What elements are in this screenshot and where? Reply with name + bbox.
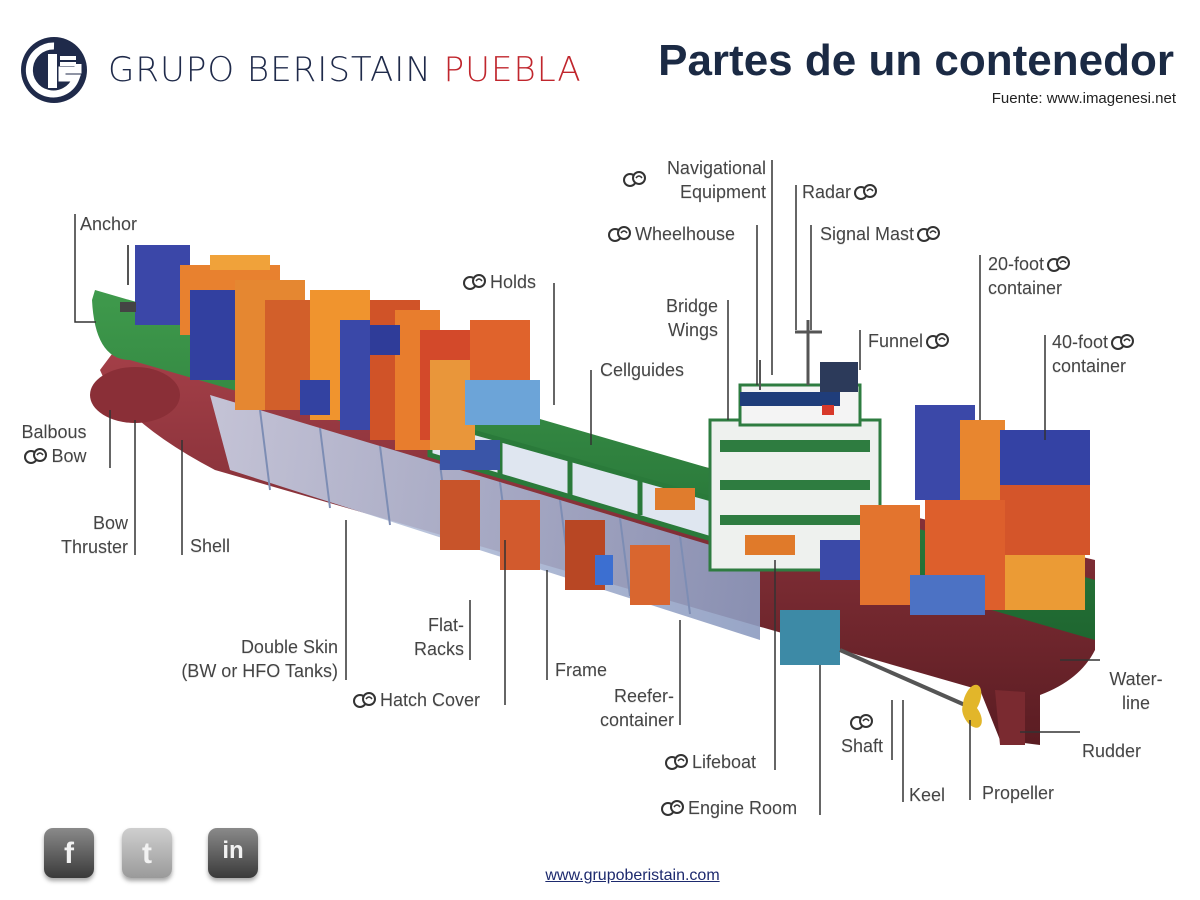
label-funnel: Funnel (868, 329, 953, 353)
label-lifeboat-text: Lifeboat (692, 752, 757, 772)
label-shaft-text: Shaft (840, 736, 884, 756)
brand-name: GRUPO BERISTAIN PUEBLA (108, 50, 582, 90)
label-bow-thruster-line2: Thruster (60, 537, 128, 557)
info-icon[interactable] (853, 183, 879, 201)
twitter-icon[interactable]: t (122, 828, 172, 878)
label-hatch-cover-text: Hatch Cover (380, 690, 481, 710)
info-icon[interactable] (849, 713, 875, 731)
info-icon[interactable] (1046, 255, 1072, 273)
info-icon[interactable] (622, 170, 648, 188)
label-shell: Shell (190, 536, 231, 556)
label-40-foot-line1: 40-foot (1052, 332, 1109, 352)
label-balbous-bow-line1: Balbous (21, 422, 87, 442)
label-funnel-text: Funnel (868, 331, 924, 351)
source-credit: Fuente: www.imagenesi.net (991, 90, 1176, 107)
label-engine-room: Engine Room (658, 796, 797, 820)
label-holds: Holds (460, 270, 536, 294)
container-ship-illustration (74, 160, 1100, 815)
label-signal-mast-text: Signal Mast (820, 224, 915, 244)
superstructure (708, 320, 882, 572)
label-40-foot-container: 40-foot container (1052, 330, 1138, 378)
info-icon[interactable] (23, 447, 49, 465)
linkedin-icon[interactable]: in (208, 828, 258, 878)
info-icon[interactable] (607, 225, 633, 243)
label-flat-racks-line1: Flat- (428, 615, 464, 635)
label-signal-mast: Signal Mast (820, 222, 944, 246)
label-double-skin: Double Skin (BW or HFO Tanks) (150, 635, 338, 683)
label-bridge-wings-line1: Bridge (665, 296, 718, 316)
company-logo-icon (21, 37, 87, 103)
label-waterline: Water- line (1098, 667, 1174, 715)
label-frame: Frame (555, 660, 608, 680)
label-reefer-line2: container (599, 710, 674, 730)
info-icon[interactable] (660, 799, 686, 817)
info-icon[interactable] (462, 273, 488, 291)
rudder-shape (995, 690, 1025, 745)
label-keel: Keel (909, 785, 946, 805)
label-balbous-bow-line2: Bow (51, 446, 87, 466)
brand-name-secondary: PUEBLA (443, 50, 582, 90)
info-icon[interactable] (352, 691, 378, 709)
label-cellguides: Cellguides (600, 360, 685, 380)
label-double-skin-line1: Double Skin (240, 637, 338, 657)
label-reefer-line1: Reefer- (613, 686, 674, 706)
label-radar-text: Radar (802, 182, 852, 202)
label-navigational-line2: Equipment (679, 182, 766, 202)
label-lifeboat: Lifeboat (662, 750, 756, 774)
brand-name-primary: GRUPO BERISTAIN (108, 50, 432, 90)
label-balbous-bow: Balbous Bow (14, 420, 94, 468)
propeller-shape (962, 684, 982, 728)
label-hatch-cover: Hatch Cover (350, 688, 480, 712)
label-reefer-container: Reefer- container (580, 684, 674, 732)
label-radar: Radar (802, 180, 881, 204)
label-navigational-equipment: Navigational Equipment (620, 156, 766, 204)
leader-lines (74, 160, 1100, 815)
label-20-foot-container: 20-foot container (988, 252, 1074, 300)
label-waterline-line1: Water- (1109, 669, 1163, 689)
label-bridge-wings: Bridge Wings (640, 294, 718, 342)
label-40-foot-line2: container (1052, 356, 1127, 376)
aft-container-stacks (820, 405, 1090, 615)
label-wheelhouse: Wheelhouse (605, 222, 735, 246)
label-waterline-line2: line (1121, 693, 1151, 713)
website-link[interactable]: www.grupoberistain.com (545, 867, 720, 884)
label-navigational-line1: Navigational (666, 158, 766, 178)
info-icon[interactable] (664, 753, 690, 771)
label-flat-racks: Flat- Racks (390, 613, 464, 661)
hull-cutaway (210, 395, 760, 640)
forward-container-stacks (135, 245, 540, 450)
info-icon[interactable] (925, 332, 951, 350)
label-anchor: Anchor (80, 214, 138, 234)
label-rudder: Rudder (1082, 741, 1142, 761)
label-20-foot-line1: 20-foot (988, 254, 1045, 274)
label-bow-thruster-line1: Bow (92, 513, 128, 533)
label-bow-thruster: Bow Thruster (40, 511, 128, 559)
label-propeller: Propeller (982, 783, 1055, 803)
info-icon[interactable] (1110, 333, 1136, 351)
label-20-foot-line2: container (988, 278, 1063, 298)
shaft-line (839, 648, 966, 707)
engine-block (780, 610, 840, 665)
label-holds-text: Holds (490, 272, 537, 292)
info-icon[interactable] (916, 225, 942, 243)
label-engine-room-text: Engine Room (688, 798, 798, 818)
page-title: Partes de un contenedor (658, 36, 1174, 85)
label-bridge-wings-line2: Wings (667, 320, 718, 340)
facebook-icon[interactable]: f (44, 828, 94, 878)
label-double-skin-line2: (BW or HFO Tanks) (181, 661, 338, 681)
label-flat-racks-line2: Racks (413, 639, 464, 659)
bulbous-bow-shape (90, 367, 180, 423)
label-wheelhouse-text: Wheelhouse (635, 224, 736, 244)
label-shaft: Shaft (832, 710, 892, 758)
